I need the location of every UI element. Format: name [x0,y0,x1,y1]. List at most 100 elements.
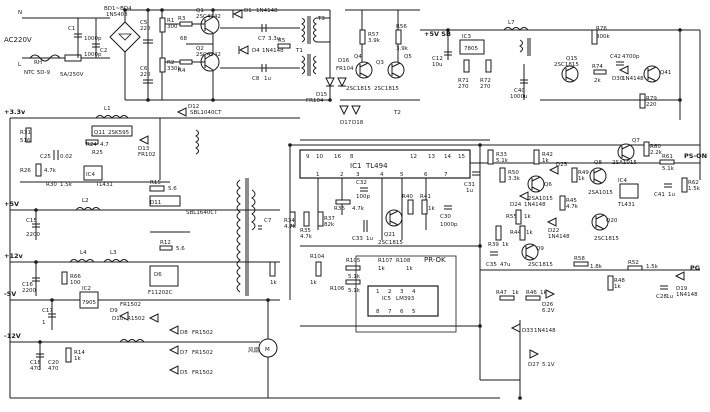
r14-value: 1k [74,356,81,362]
d16-label: D16 [338,58,350,64]
r15-resistor [149,185,165,192]
r1-label: R1 [167,18,174,24]
rail-3v3-label: +3.3v [4,108,26,116]
r34-value: 4.7k [284,224,297,230]
r60-resistor [643,141,650,157]
r26-resistor [35,163,42,177]
ic1-type: TL494 [365,162,388,170]
d17-label: D17 [340,120,352,126]
l2-label: L2 [82,198,89,204]
q8-transistor [589,167,607,185]
d27-type: 5.1V [542,362,555,368]
d16-type: FR104 [336,66,354,72]
t3-primary-coil [301,17,305,43]
d26-type: 6.2V [542,308,555,314]
c20-label: C20 [48,360,59,366]
d19-type: 1N4148 [676,292,698,298]
r57-value: 3.9k [368,38,381,44]
bridge-label: BD1~BD4 [104,6,132,12]
c5-label: C5 [140,20,148,26]
ic1-pin-10: 10 [316,154,323,160]
r61-resistor [659,159,675,165]
r3-value: 68 [180,36,187,42]
d8-diode [168,325,179,335]
rail-12v-label: +12v [4,252,23,260]
d1-diode [232,9,243,19]
r58-label: R58 [574,256,585,262]
r30-value: 1.5k [60,182,73,188]
c12-label: C12 [432,56,443,62]
r60-value: 2.2k [650,150,663,156]
d24-label: D24 [510,202,522,208]
d9-label: D9 [110,308,118,314]
r2-value: 330k [167,66,181,72]
d4-type: 1N4148 [262,48,284,54]
r74-value: 2k [594,78,601,84]
d16-diode [337,77,347,88]
r61-value: 5.1k [662,166,675,172]
ic1-pin-15: 15 [458,154,465,160]
r33-label: R33 [496,152,507,158]
r12-label: R12 [160,240,171,246]
ic1-pin-1: 1 [316,172,320,178]
ic1-pin-16: 16 [334,154,341,160]
r66-resistor [61,271,68,285]
r107-label: R107 [378,258,393,264]
r-primary-resistor [269,261,276,277]
r3-label: R3 [178,16,186,22]
r52-value: 1.5k [646,264,659,270]
r57-resistor [359,29,366,45]
c25-label: C25 [40,154,51,160]
q6-transistor [527,175,545,193]
l2-inductor [75,207,101,211]
d15-diode [325,77,335,88]
r79-value: 220 [646,102,657,108]
c8-label: C8 [252,76,260,82]
ic2-label: IC2 [82,286,91,292]
main-transformer-primary [251,189,256,231]
q8-label: Q8 [594,160,602,166]
r76-label: R76 [596,26,607,32]
ic1-pin-12: 12 [410,154,417,160]
c25-value: 0.02 [60,154,72,160]
d11-rectifier [149,195,181,207]
d7-label: D7 [180,350,188,356]
c40-label: C40 [514,88,525,94]
ic5-type: LM393 [396,296,415,302]
d30-type: 1N4148 [622,76,644,82]
d33-diode [510,323,521,333]
d19-diode [674,271,685,281]
q15-transistor [561,65,579,83]
c18-value: 470 [30,366,41,372]
r76-value: 300k [596,34,610,40]
q7-transistor [617,143,635,161]
d33-label: D33 [522,328,534,334]
rail-5v-section: +5V L2 C15 2200 R15 5.6 D11 SBL1640CT [4,180,218,240]
d4-label: D4 [252,48,260,54]
ic5-pin-6: 6 [400,309,404,315]
r44-label: R44 [510,230,521,236]
ic1-pin-13: 13 [428,154,435,160]
q11-mosfet [91,125,133,137]
d27-zener [529,349,540,359]
r40-label: R40 [402,194,413,200]
l4-label: L4 [80,250,87,256]
r24-value: 4.7 [100,142,109,148]
r24-resistor [85,139,99,145]
q20-type: 2SC1815 [594,236,619,242]
c41-label: C41 [654,192,665,198]
r34-resistor [289,211,296,227]
d12-type: SBL1040CT [190,110,222,116]
r104-label: R104 [310,254,325,260]
q11-label: Q11 [94,130,105,136]
q15-label: Q15 [566,56,578,62]
d1-type: 1N4148 [256,8,278,14]
r48-value: 1k [614,284,621,290]
c35-label: C35 [486,262,497,268]
c40-value: 1000u [510,94,527,100]
c15-value: 2200 [26,232,40,238]
ic3-type: 7805 [464,46,478,52]
rail-5vsb-label: +5V SB [424,30,451,38]
r-primary-value: 1k [270,280,277,286]
